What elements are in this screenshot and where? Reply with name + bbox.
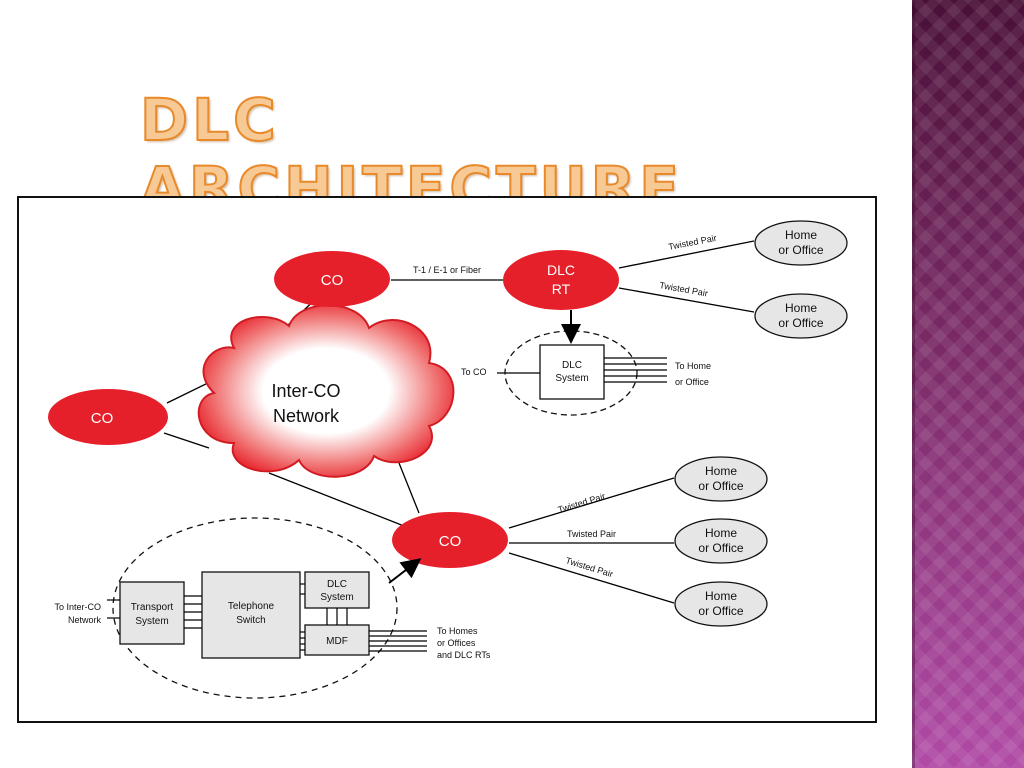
to-homes-label-1: To Homes	[437, 626, 478, 636]
cloud-label-2: Network	[273, 406, 340, 426]
home-office-5: Home or Office	[674, 581, 768, 627]
telephone-label-2: Switch	[236, 615, 265, 626]
arrow-co-detail	[388, 558, 422, 584]
co-top-node: CO	[274, 251, 390, 307]
transport-label-1: Transport	[131, 602, 174, 613]
twisted-pair-label-5: Twisted Pair	[564, 555, 614, 579]
co-detail: Transport System Telephone Switch DLC Sy…	[54, 517, 491, 699]
co-dlc-label-1: DLC	[327, 579, 347, 590]
home-label-2a: Home	[785, 301, 817, 315]
home-office-4: Home or Office	[674, 518, 768, 564]
home-label-3a: Home	[705, 464, 737, 478]
dlc-rt-label-1: DLC	[547, 262, 575, 278]
home-office-3: Home or Office	[674, 456, 768, 502]
link-rt-home1	[618, 240, 755, 269]
to-homes-label-3: and DLC RTs	[437, 650, 491, 660]
co-dlc-system-box	[304, 571, 370, 609]
telephone-label-1: Telephone	[228, 601, 275, 612]
home-label-1b: or Office	[778, 243, 823, 257]
co-left-node: CO	[48, 389, 168, 445]
to-co-label: To CO	[461, 367, 487, 377]
to-home-label-1: To Home	[675, 361, 711, 371]
to-home-label-2: or Office	[675, 377, 709, 387]
home-label-5b: or Office	[698, 604, 743, 618]
link-coleft-cloud2	[163, 432, 210, 449]
cloud-label-1: Inter-CO	[271, 381, 340, 401]
dlc-rt-detail: DLC System To CO To Home or Office	[461, 310, 711, 416]
to-homes-label-2: or Offices	[437, 638, 476, 648]
transport-system-box	[119, 581, 185, 645]
mdf-label: MDF	[326, 636, 348, 647]
twisted-pair-label-1: Twisted Pair	[667, 233, 717, 252]
home-office-1: Home or Office	[754, 220, 848, 266]
to-interco-label-2: Network	[68, 615, 102, 625]
home-office-2: Home or Office	[754, 293, 848, 339]
twisted-pair-label-3: Twisted Pair	[557, 491, 607, 515]
diagram-frame: Inter-CO Network CO CO CO DLC RT T-1 / E…	[17, 196, 877, 723]
link-label-t1: T-1 / E-1 or Fiber	[413, 265, 481, 275]
home-label-4b: or Office	[698, 541, 743, 555]
dlc-system-box	[539, 344, 605, 400]
dlc-system-label-1: DLC	[562, 360, 582, 371]
to-interco-label-1: To Inter-CO	[54, 602, 101, 612]
link-rt-home2	[618, 287, 755, 313]
link-co-home5	[508, 552, 675, 604]
dlc-system-label-2: System	[555, 373, 588, 384]
home-label-1a: Home	[785, 228, 817, 242]
co-dlc-label-2: System	[320, 592, 353, 603]
decorative-sidebar	[912, 0, 1024, 768]
home-label-2b: or Office	[778, 316, 823, 330]
dlc-architecture-diagram: Inter-CO Network CO CO CO DLC RT T-1 / E…	[48, 220, 848, 699]
dlc-rt-node: DLC RT	[503, 250, 619, 310]
co-bottom-node: CO	[392, 512, 508, 568]
telephone-switch-box	[201, 571, 301, 659]
dlc-rt-label-2: RT	[552, 281, 571, 297]
link-cloud-cobottom2	[398, 462, 420, 514]
co-left-label: CO	[91, 410, 114, 427]
twisted-pair-label-4: Twisted Pair	[567, 529, 616, 539]
mdf-box	[304, 624, 370, 656]
link-co-home3	[508, 477, 675, 529]
transport-label-2: System	[135, 616, 168, 627]
inter-co-cloud: Inter-CO Network	[197, 304, 455, 478]
home-label-3b: or Office	[698, 479, 743, 493]
home-label-5a: Home	[705, 589, 737, 603]
co-top-label: CO	[321, 272, 344, 289]
sidebar-edge	[912, 0, 915, 768]
home-label-4a: Home	[705, 526, 737, 540]
link-cloud-cobottom1	[268, 472, 405, 527]
co-bottom-label: CO	[439, 533, 462, 550]
